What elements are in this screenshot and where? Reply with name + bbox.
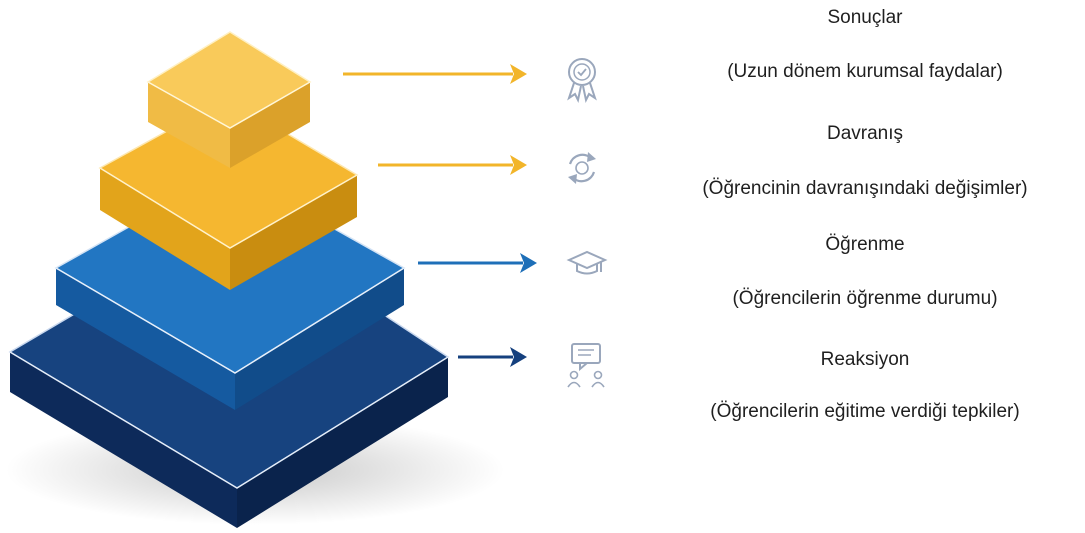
layer-sonuclar bbox=[146, 31, 312, 168]
layer-davranis bbox=[98, 97, 359, 290]
arrow-sonuclar bbox=[343, 64, 527, 84]
level-title-davranis: Davranış bbox=[826, 123, 904, 144]
level-desc-ogrenme: (Öğrencilerin öğrenme durumu) bbox=[732, 288, 998, 309]
level-desc-reaksiyon: (Öğrencilerin eğitime verdiği tepkiler) bbox=[710, 401, 1020, 422]
arrow-davranis bbox=[378, 155, 527, 175]
arrow-ogrenme bbox=[418, 253, 537, 273]
award-ribbon-icon bbox=[567, 58, 597, 103]
arrow-reaksiyon bbox=[458, 347, 527, 367]
level-title-sonuclar: Sonuçlar bbox=[827, 7, 903, 28]
level-title-reaksiyon: Reaksiyon bbox=[820, 349, 910, 370]
feedback-chat-icon bbox=[567, 343, 605, 388]
level-desc-davranis: (Öğrencinin davranışındaki değişimler) bbox=[702, 178, 1028, 199]
level-title-ogrenme: Öğrenme bbox=[825, 234, 905, 255]
level-desc-sonuclar: (Uzun dönem kurumsal faydalar) bbox=[727, 61, 1003, 82]
refresh-cycle-icon bbox=[568, 152, 596, 184]
graduation-cap-icon bbox=[566, 250, 608, 275]
